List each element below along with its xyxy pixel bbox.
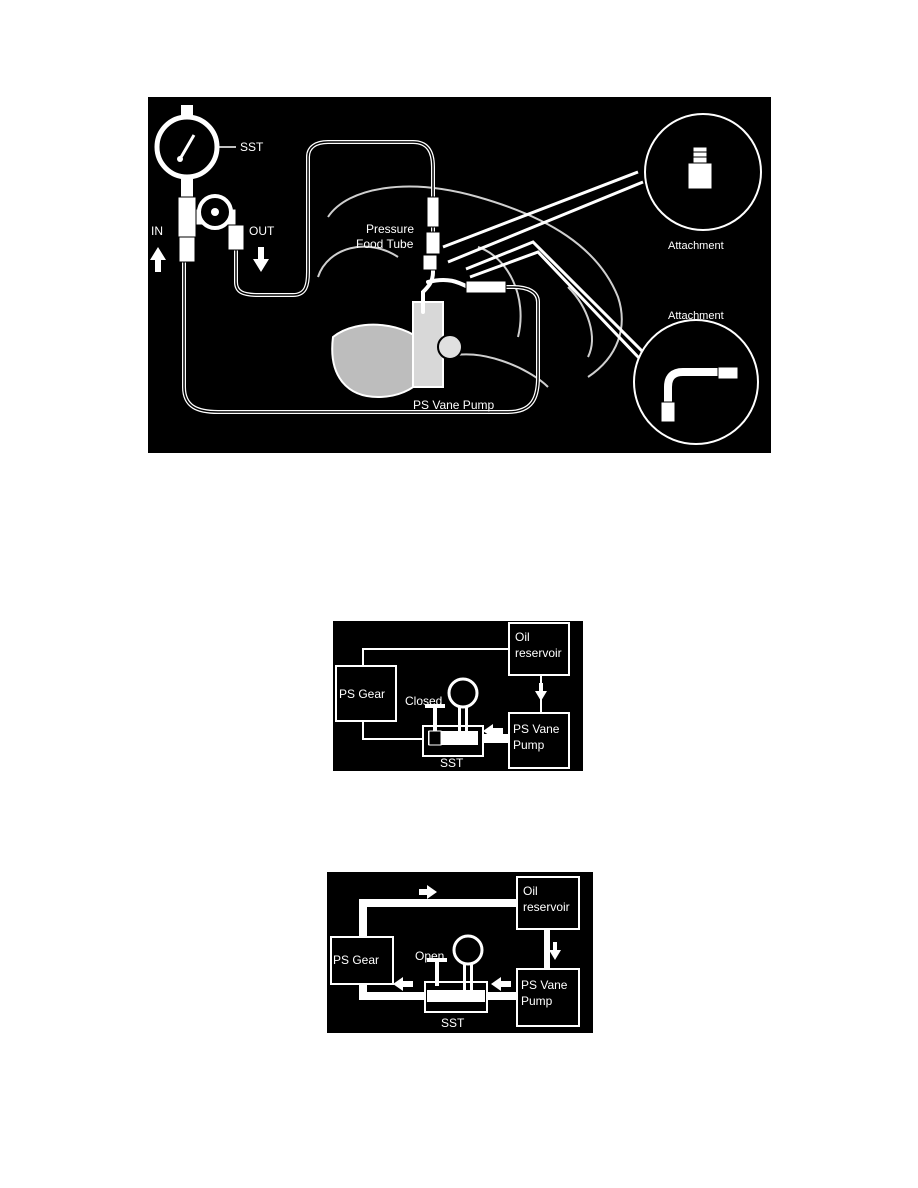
open-pump-label-line1: PS Vane: [521, 978, 568, 992]
pressure-gauge-installation-illustration: SST IN OUT Pressure Food Tube PS Vane Pu…: [148, 97, 771, 453]
attachment-top-label: Attachment: [668, 240, 724, 252]
installation-drawing: SST IN OUT Pressure Food Tube PS Vane Pu…: [150, 105, 762, 445]
open-left-arrow-icon-pump: [491, 977, 511, 991]
open-pump-label-line2: Pump: [521, 994, 553, 1008]
open-flow-lines: [359, 899, 550, 1000]
out-arrow-icon: [253, 247, 269, 272]
hose-fittings: [422, 196, 507, 294]
in-label: IN: [151, 224, 163, 238]
open-oil-reservoir-box: [516, 876, 580, 930]
closed-valve-state-label: Closed: [405, 694, 442, 708]
sst-label: SST: [240, 140, 264, 154]
open-diagram-svg: Oil reservoir PS Gear Open PS Vane Pump …: [330, 876, 580, 1030]
attachment-bottom-label: Attachment: [668, 310, 724, 322]
open-ps-vane-pump-box: [516, 968, 580, 1027]
out-label: OUT: [249, 224, 275, 238]
open-sst-label: SST: [441, 1016, 465, 1030]
closed-ps-vane-pump-box: [508, 712, 570, 769]
pressure-gauge-icon: [154, 105, 236, 197]
attachment-bottom-detail: [633, 319, 759, 445]
closed-oil-reservoir-box: [508, 622, 570, 676]
closed-ps-gear-box: [335, 665, 397, 722]
open-valve-flow-diagram: Oil reservoir PS Gear Open PS Vane Pump …: [327, 872, 593, 1033]
pump-body: [331, 301, 463, 399]
open-left-arrow-icon-gear: [393, 977, 413, 991]
closed-pump-label-line1: PS Vane: [513, 722, 560, 736]
closed-down-arrow-icon: [535, 683, 547, 701]
attachment-top-detail: [644, 113, 762, 231]
open-ps-gear-box: [330, 936, 394, 985]
closed-reservoir-label-line1: Oil: [515, 630, 530, 644]
in-arrow-icon: [150, 247, 166, 272]
closed-reservoir-label-line2: reservoir: [515, 646, 562, 660]
open-sst-channel: [427, 990, 485, 1002]
closed-left-arrow-icon: [483, 724, 503, 738]
open-valve-state-label: Open: [415, 949, 444, 963]
closed-ps-gear-label: PS Gear: [339, 687, 385, 701]
closed-valve-flow-diagram: Oil reservoir PS Gear Closed PS Vane Pum…: [333, 621, 583, 771]
open-ps-gear-label: PS Gear: [333, 953, 379, 967]
closed-sst-label: SST: [440, 756, 464, 770]
ps-vane-pump-label: PS Vane Pump: [413, 398, 494, 412]
open-reservoir-label-line2: reservoir: [523, 900, 570, 914]
callout-lines: [442, 170, 645, 361]
open-right-arrow-icon: [419, 885, 437, 899]
open-reservoir-label-line1: Oil: [523, 884, 538, 898]
open-valve-icon: [427, 958, 447, 986]
closed-gauge-icon: [447, 677, 479, 731]
closed-valve-icon: [425, 704, 445, 746]
pressure-feed-tube-label-line1: Pressure: [366, 222, 414, 236]
open-down-arrow-icon: [549, 942, 561, 960]
closed-pump-label-line2: Pump: [513, 738, 545, 752]
shutoff-valve-icon: [177, 194, 245, 263]
open-gauge-icon: [452, 934, 484, 990]
closed-diagram-svg: Oil reservoir PS Gear Closed PS Vane Pum…: [335, 622, 570, 770]
pressure-feed-tube-label-line2: Food Tube: [356, 237, 414, 251]
